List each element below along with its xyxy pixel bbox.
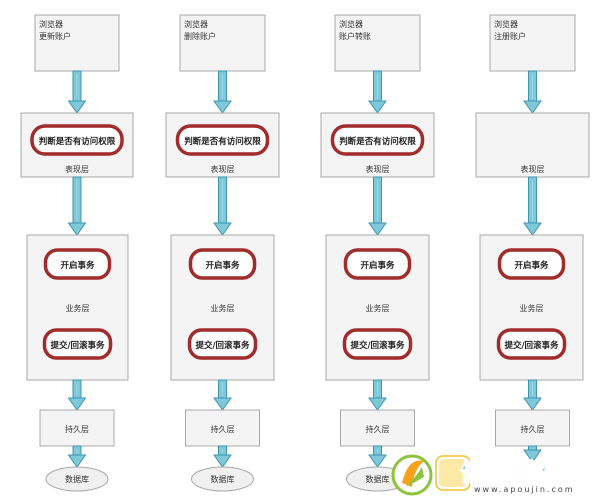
arrow-business-to-persistence	[523, 379, 542, 411]
commit-rollback-label: 提交/回滚事务	[350, 340, 405, 351]
auth-check-highlight	[30, 124, 124, 156]
watermark: 傲游手机网 www.apoujin.com	[388, 447, 615, 500]
commit-rollback-highlight	[496, 328, 567, 360]
presentation-layer-label: 表现层	[65, 164, 89, 174]
persistence-box	[340, 409, 415, 447]
arrow-browser-to-presentation	[523, 70, 542, 114]
arrow-presentation-to-business	[523, 176, 542, 236]
commit-rollback-highlight	[342, 328, 413, 360]
presentation-layer-label: 表现层	[211, 164, 235, 174]
commit-rollback-label: 提交/回滚事务	[50, 340, 105, 351]
arrow-presentation-to-business	[213, 176, 232, 236]
arrow-persistence-to-database	[213, 445, 232, 468]
presentation-layer-label: 表现层	[366, 164, 390, 174]
arrow-presentation-to-business	[368, 176, 387, 236]
persistence-box	[39, 409, 115, 447]
persistence-layer-label: 持久层	[211, 424, 235, 434]
watermark-logo-icon	[391, 454, 471, 496]
business-layer-label: 业务层	[66, 303, 90, 313]
browser-box	[34, 14, 120, 72]
start-transaction-highlight	[497, 248, 566, 280]
business-layer-label: 业务层	[211, 303, 235, 313]
auth-check-highlight	[330, 124, 425, 156]
persistence-layer-label: 持久层	[65, 424, 89, 434]
start-transaction-label: 开启事务	[360, 260, 395, 271]
browser-title: 浏览器	[339, 19, 363, 29]
browser-action: 更新账户	[39, 31, 71, 41]
persistence-box	[495, 409, 570, 447]
presentation-layer-label: 表现层	[521, 164, 545, 174]
persistence-layer-label: 持久层	[521, 424, 545, 434]
commit-rollback-highlight	[42, 328, 113, 360]
start-transaction-highlight	[343, 248, 412, 280]
persistence-box	[185, 409, 260, 447]
database-node	[191, 466, 254, 492]
commit-rollback-label: 提交/回滚事务	[195, 340, 250, 351]
persistence-layer-label: 持久层	[366, 424, 390, 434]
auth-check-label: 判断是否有访问权限	[339, 136, 416, 147]
browser-action: 注册账户	[494, 31, 526, 41]
commit-rollback-highlight	[187, 328, 258, 360]
arrow-persistence-to-database	[368, 445, 387, 468]
start-transaction-highlight	[188, 248, 257, 280]
database-node	[45, 466, 109, 492]
browser-title: 浏览器	[184, 19, 208, 29]
browser-action: 删除账户	[184, 31, 216, 41]
browser-title: 浏览器	[39, 19, 63, 29]
arrow-persistence-down	[523, 445, 542, 463]
browser-title: 浏览器	[494, 19, 518, 29]
arrow-business-to-persistence	[67, 379, 87, 411]
start-transaction-label: 开启事务	[205, 260, 240, 271]
presentation-box	[475, 112, 590, 178]
arrow-browser-to-presentation	[67, 70, 87, 114]
arrow-persistence-to-database	[67, 445, 87, 468]
arrow-browser-to-presentation	[213, 70, 232, 114]
database-label: 数据库	[65, 474, 89, 484]
watermark-url: www.apoujin.com	[474, 485, 575, 494]
browser-action: 账户转账	[339, 31, 371, 41]
auth-check-label: 判断是否有访问权限	[39, 136, 116, 147]
auth-check-highlight	[175, 124, 270, 156]
business-layer-label: 业务层	[366, 303, 390, 313]
arrow-business-to-persistence	[213, 379, 232, 411]
watermark-brand-text: 傲游手机网	[459, 458, 591, 488]
start-transaction-label: 开启事务	[514, 260, 549, 271]
business-layer-label: 业务层	[520, 303, 544, 313]
database-label: 数据库	[366, 474, 390, 484]
arrow-browser-to-presentation	[368, 70, 387, 114]
arrow-business-to-persistence	[368, 379, 387, 411]
start-transaction-label: 开启事务	[60, 260, 95, 271]
start-transaction-highlight	[43, 248, 112, 280]
arrow-presentation-to-business	[67, 176, 87, 236]
auth-check-label: 判断是否有访问权限	[184, 136, 261, 147]
database-label: 数据库	[211, 474, 235, 484]
commit-rollback-label: 提交/回滚事务	[504, 340, 559, 351]
browser-box	[179, 14, 266, 72]
browser-box	[489, 14, 576, 72]
